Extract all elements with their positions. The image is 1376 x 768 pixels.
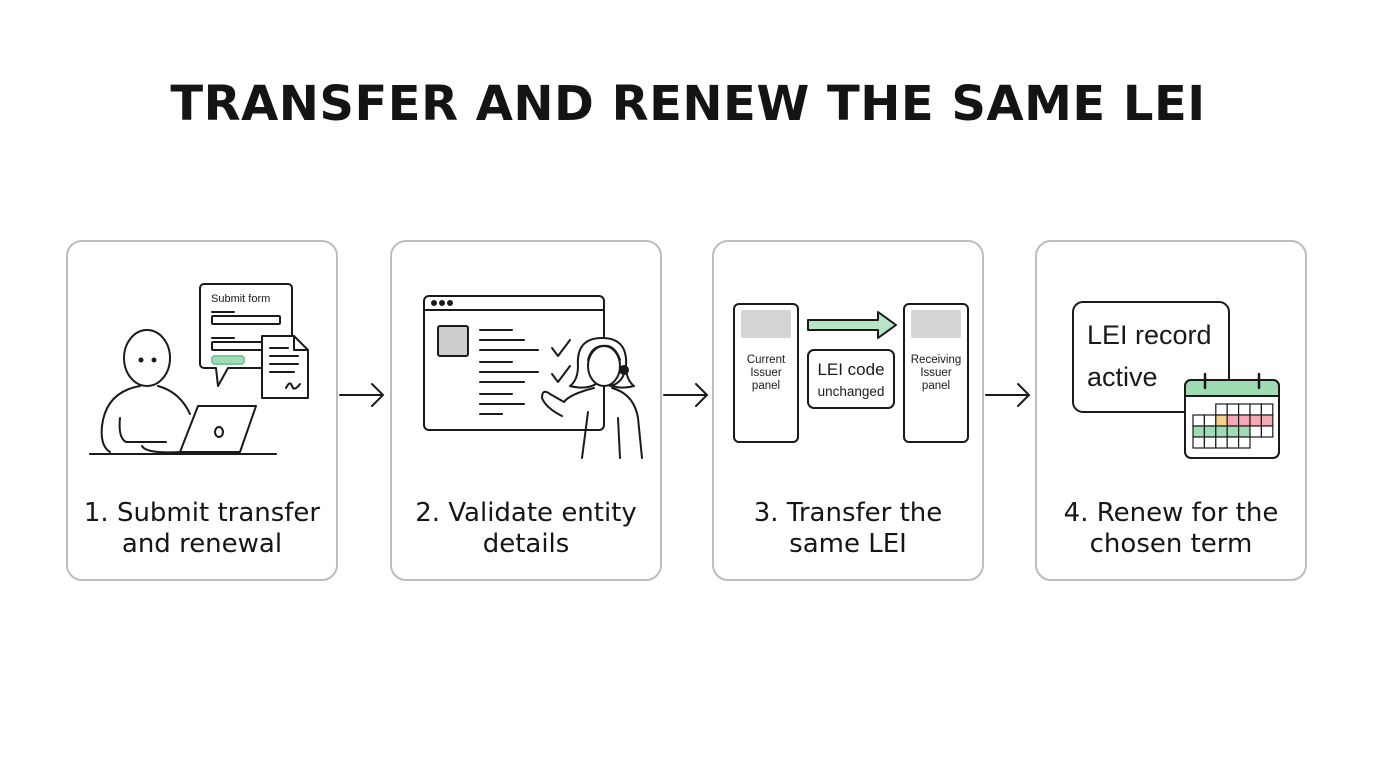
calendar-day-cell [1238, 425, 1251, 438]
record-calendar-illustration: LEI record active [1072, 301, 1280, 459]
receiving-issuer-label: panel [922, 380, 950, 392]
current-issuer-label: Current [747, 354, 786, 366]
caption-line: details [482, 529, 570, 559]
support-agent-icon [541, 337, 643, 459]
browser-window-icon [423, 295, 643, 459]
step-card-2: 2. Validate entity details [390, 240, 662, 581]
calendar-day-cell [1226, 414, 1240, 427]
form-bubble-icon [199, 283, 293, 387]
calendar-day-cell [1192, 425, 1205, 438]
person-laptop-icon: Submit form [89, 283, 309, 455]
calendar-day-cell [1203, 414, 1217, 427]
flow-arrow-icon [339, 383, 385, 407]
calendar-day-cell [1249, 403, 1262, 416]
caption-line: 4. Renew for the [1063, 498, 1279, 528]
step-card-4: LEI record active 4. Renew for the chose… [1035, 240, 1307, 581]
calendar-day-cell [1249, 414, 1262, 427]
caption-line: 3. Transfer the [753, 498, 943, 528]
current-issuer-panel [733, 303, 799, 443]
caption-line: and renewal [121, 529, 283, 559]
caption-line: 2. Validate entity [415, 498, 637, 528]
checkmark-icon [551, 365, 571, 383]
calendar-day-cell [1226, 425, 1240, 438]
receiving-issuer-label: Issuer [920, 367, 951, 379]
transfer-panels-illustration: Current Issuer panel Receiving Issuer pa… [733, 303, 969, 443]
step-caption-1: 1. Submit transfer and renewal [68, 498, 336, 560]
flow-arrow-icon [985, 383, 1031, 407]
caption-line: 1. Submit transfer [83, 498, 321, 528]
step-card-3: Current Issuer panel Receiving Issuer pa… [712, 240, 984, 581]
green-arrow-icon [807, 311, 897, 339]
receiving-issuer-label: Receiving [911, 354, 962, 366]
calendar-icon [1184, 372, 1280, 459]
calendar-day-cell [1203, 425, 1217, 438]
calendar-day-cell [1203, 436, 1217, 449]
calendar-day-cell [1238, 414, 1251, 427]
calendar-day-cell [1260, 425, 1274, 438]
step-caption-4: 4. Renew for the chosen term [1037, 498, 1305, 560]
calendar-day-cell [1260, 414, 1274, 427]
flow-arrow-icon [663, 383, 709, 407]
calendar-day-cell [1249, 425, 1262, 438]
lei-code-box [807, 349, 895, 409]
current-issuer-label: panel [752, 380, 780, 392]
calendar-day-cell [1192, 414, 1205, 427]
calendar-day-cell [1260, 403, 1274, 416]
calendar-day-cell [1226, 403, 1240, 416]
checkmark-icon [551, 339, 571, 357]
calendar-day-cell [1215, 403, 1228, 416]
receiving-issuer-panel [903, 303, 969, 443]
step-caption-2: 2. Validate entity details [392, 498, 660, 560]
caption-line: chosen term [1089, 529, 1253, 559]
page-title: TRANSFER AND RENEW THE SAME LEI [170, 76, 1206, 132]
calendar-day-cell [1215, 425, 1228, 438]
calendar-day-cell [1215, 436, 1228, 449]
lei-code-label: LEI code [817, 360, 884, 379]
caption-line: same LEI [789, 529, 907, 559]
calendar-day-cell [1215, 414, 1228, 427]
calendar-day-cell [1238, 403, 1251, 416]
step-caption-3: 3. Transfer the same LEI [714, 498, 982, 560]
step-card-1: Submit form 1. Submit transfer and renew… [66, 240, 338, 581]
document-icon [261, 335, 309, 399]
current-issuer-label: Issuer [750, 367, 781, 379]
calendar-day-cell [1238, 436, 1251, 449]
form-label: Submit form [211, 293, 270, 305]
calendar-day-cell [1192, 436, 1205, 449]
lei-record-label: LEI record [1087, 320, 1212, 350]
lei-code-status: unchanged [818, 384, 885, 399]
lei-record-status: active [1087, 362, 1158, 392]
calendar-day-cell [1226, 436, 1240, 449]
